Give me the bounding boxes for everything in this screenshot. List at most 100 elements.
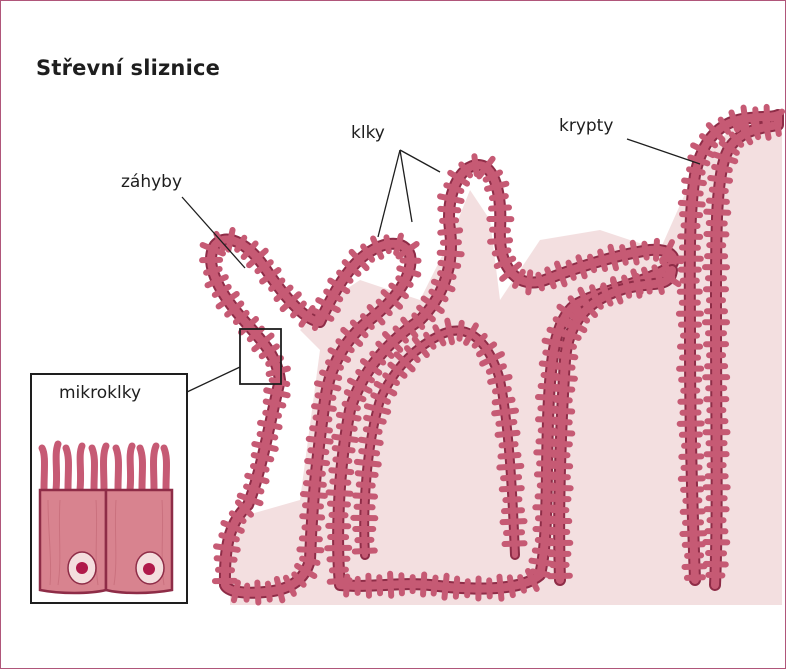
label-folds: záhyby	[121, 172, 182, 192]
villus	[447, 321, 449, 332]
villus	[266, 390, 277, 392]
leader-klky-3	[400, 150, 440, 172]
villus	[386, 237, 387, 244]
villus	[367, 322, 371, 327]
villus	[471, 325, 476, 334]
villus	[391, 585, 392, 596]
villus	[755, 109, 756, 117]
microvilli-inset	[31, 374, 187, 603]
villus	[590, 257, 592, 264]
villus	[328, 386, 339, 389]
villus	[509, 444, 516, 445]
villus	[265, 413, 272, 414]
villus	[499, 196, 506, 197]
villus	[254, 455, 263, 457]
villus	[575, 311, 581, 316]
villus	[359, 485, 366, 486]
villus	[277, 280, 283, 284]
villus	[461, 323, 462, 331]
villus	[414, 315, 418, 321]
villus	[431, 292, 438, 296]
villus	[399, 236, 401, 245]
villus	[377, 384, 386, 389]
villus	[407, 348, 412, 354]
villus	[682, 214, 691, 215]
villus	[578, 257, 581, 267]
villus	[721, 120, 725, 126]
villus	[685, 192, 693, 193]
villus	[508, 433, 518, 434]
villus	[560, 344, 567, 346]
villus	[719, 190, 726, 191]
villus	[339, 426, 347, 427]
villus	[231, 230, 233, 240]
villus	[203, 245, 213, 249]
villus	[658, 274, 660, 283]
villus	[717, 212, 728, 213]
villus	[232, 513, 238, 517]
villus	[456, 588, 457, 597]
villus	[446, 185, 453, 188]
villus	[334, 437, 345, 439]
villus	[493, 172, 500, 176]
diagram-title: Střevní sliznice	[36, 56, 220, 80]
villus	[335, 448, 344, 449]
villus	[731, 112, 734, 121]
villus	[372, 354, 377, 358]
villus	[264, 262, 271, 266]
villus	[729, 148, 737, 153]
villus	[347, 392, 355, 396]
villus	[269, 371, 279, 374]
villus	[335, 459, 342, 460]
villus	[223, 523, 232, 527]
nucleus-left-inner	[76, 562, 88, 574]
villus	[502, 389, 509, 390]
villus	[557, 264, 561, 274]
villus	[345, 404, 352, 406]
villus	[767, 127, 769, 138]
villus	[262, 351, 270, 356]
villus	[330, 581, 340, 582]
villus	[440, 196, 451, 198]
villus	[648, 278, 649, 285]
villus	[329, 492, 340, 493]
villus	[746, 133, 751, 142]
villus	[500, 377, 510, 379]
nucleus-right-inner	[143, 563, 155, 575]
villus	[290, 586, 294, 594]
villus	[487, 344, 495, 349]
villus	[512, 488, 522, 489]
villus	[522, 584, 524, 591]
villus	[361, 440, 371, 442]
villus	[361, 451, 369, 452]
villus	[625, 280, 627, 288]
villus	[722, 169, 730, 171]
villus	[221, 535, 229, 537]
villus	[384, 307, 390, 313]
villus	[440, 232, 450, 233]
villus	[339, 273, 345, 277]
villus	[737, 140, 742, 145]
villus	[322, 418, 329, 419]
villus	[684, 180, 694, 181]
villus	[444, 587, 445, 598]
villus	[253, 466, 260, 468]
villus	[569, 263, 572, 271]
villus	[725, 158, 735, 161]
villus	[644, 244, 645, 251]
villus	[720, 179, 730, 180]
villus	[593, 295, 597, 301]
villus	[326, 291, 333, 295]
villus	[423, 584, 424, 594]
villus	[315, 311, 323, 315]
villus	[744, 108, 745, 119]
villus	[316, 473, 323, 474]
villus	[440, 263, 449, 265]
villus	[396, 328, 401, 334]
villus	[331, 375, 340, 378]
villus	[241, 238, 245, 244]
villus	[250, 334, 256, 339]
villus	[480, 336, 485, 341]
villus	[355, 495, 365, 496]
villus	[272, 380, 280, 382]
